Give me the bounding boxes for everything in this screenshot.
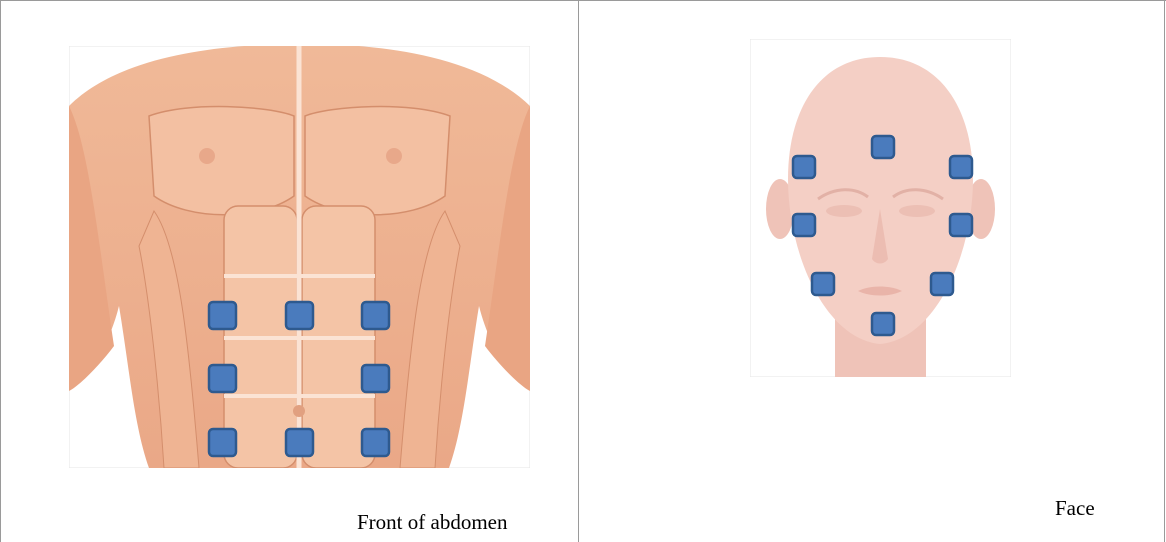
face-marker xyxy=(950,156,972,178)
face-marker xyxy=(793,214,815,236)
face-marker xyxy=(872,313,894,335)
face-marker xyxy=(793,156,815,178)
face-marker xyxy=(950,214,972,236)
face-marker xyxy=(872,136,894,158)
face-caption: Face xyxy=(1055,496,1095,521)
face-marker xyxy=(931,273,953,295)
face-marker xyxy=(812,273,834,295)
